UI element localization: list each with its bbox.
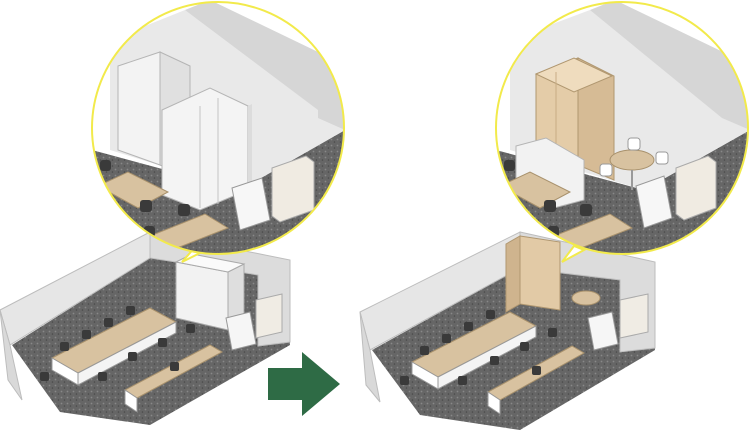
- long-desk-front: [437, 325, 537, 390]
- left-wall: [0, 309, 23, 401]
- zoom-printer: [231, 177, 271, 231]
- long-desk-front: [77, 321, 177, 386]
- zoom-cabinet-front: [117, 51, 161, 166]
- zoom-chairs: [100, 160, 190, 237]
- front-desk-leg: [487, 391, 501, 415]
- zoom-printer: [635, 175, 673, 229]
- callout-pointer: [561, 244, 587, 263]
- after-panel: [359, 1, 749, 430]
- zoom-desk: [96, 171, 170, 209]
- zoom-white-chairs: [599, 137, 669, 177]
- zoom-callout-after: [495, 1, 749, 255]
- round-table: [571, 290, 601, 306]
- printer: [587, 311, 619, 351]
- zoom-booth-side: [577, 57, 615, 181]
- booth-side: [505, 235, 521, 313]
- printer: [225, 311, 257, 351]
- zoom-callout-before: [91, 1, 345, 255]
- zoom-floor: [496, 130, 748, 254]
- callout-border: [91, 1, 345, 255]
- front-desk-leg: [124, 389, 138, 413]
- chairs: [400, 310, 557, 385]
- before-panel: [0, 1, 345, 425]
- zoom-desk: [498, 171, 572, 209]
- zoom-side-cabinet: [675, 155, 717, 221]
- left-wall: [359, 311, 381, 403]
- room-after: [359, 231, 656, 430]
- callout-border: [495, 1, 749, 255]
- zoom-side-cabinet: [271, 155, 315, 223]
- zoom-round-table: [609, 149, 655, 171]
- zoom-booth-top: [534, 57, 614, 93]
- cabinet-front: [175, 261, 229, 331]
- right-arrow: [268, 352, 340, 416]
- side-cabinet: [619, 293, 649, 339]
- zoom-right-wall: [590, 2, 748, 130]
- side-cabinet: [255, 293, 283, 339]
- chairs: [40, 306, 195, 381]
- zoom-cabinet-right: [248, 104, 252, 190]
- zoom-right-wall: [185, 2, 344, 130]
- booth: [519, 235, 561, 311]
- room-before: [0, 231, 291, 425]
